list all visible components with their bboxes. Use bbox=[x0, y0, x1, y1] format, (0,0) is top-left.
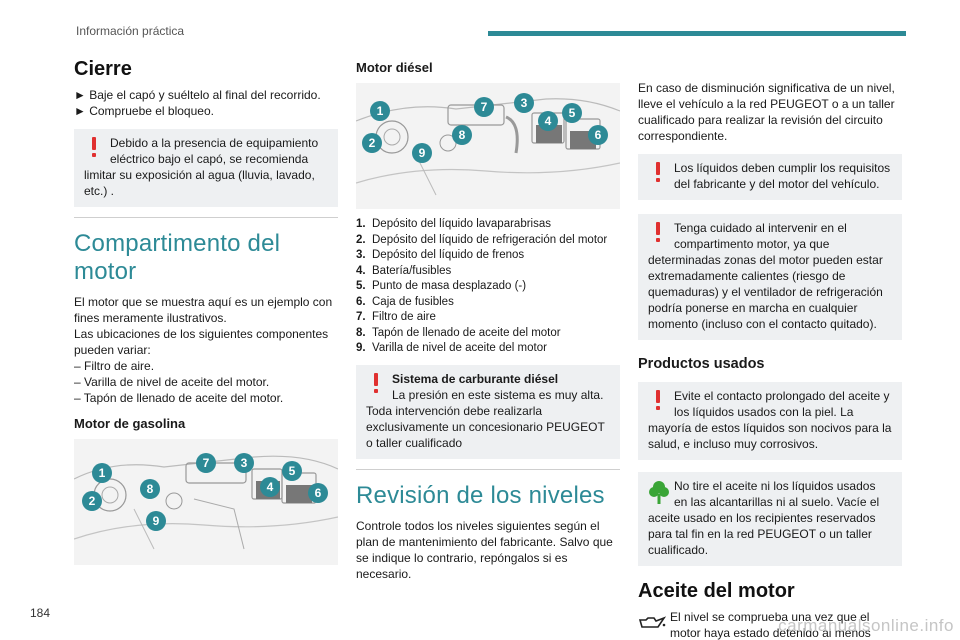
heading-productos-usados: Productos usados bbox=[638, 356, 765, 372]
petrol-callout-7: 7 bbox=[196, 453, 216, 473]
intro-line-2: Las ubicaciones de los siguientes compon… bbox=[74, 327, 329, 357]
diesel-warning-title: Sistema de carburante diésel bbox=[392, 371, 559, 386]
divider bbox=[74, 217, 338, 218]
legend-item: 8.Tapón de llenado de aceite del motor bbox=[356, 326, 561, 339]
legend-item: 9.Varilla de nivel de aceite del motor bbox=[356, 342, 547, 354]
section-title-revision: Revisión de los niveles bbox=[356, 481, 605, 509]
skin-warning-text: los líquidos usados con la piel. La mayo… bbox=[648, 405, 892, 451]
warning-icon bbox=[648, 220, 670, 248]
intro-line-1: El motor que se muestra aquí es un ejemp… bbox=[74, 295, 333, 325]
revision-body: Controle todos los niveles siguientes se… bbox=[356, 518, 613, 581]
section-title-compartimento: Compartimento del motor bbox=[74, 230, 281, 285]
hot-engine-warning-note: Tenga cuidado al intervenir en el compar… bbox=[638, 214, 902, 340]
warning-text: eléctrico bajo el capó, se recomienda li… bbox=[84, 152, 315, 198]
warning-icon bbox=[648, 388, 670, 416]
warning-note: Debido a la presencia de equipamiento el… bbox=[74, 129, 338, 207]
levels-intro: En caso de disminución significativa de … bbox=[638, 81, 895, 143]
bullet-1: ► Baje el capó y suéltelo al final del r… bbox=[74, 88, 321, 102]
subheading-gasolina: Motor de gasolina bbox=[74, 416, 186, 431]
oil-can-icon bbox=[638, 609, 670, 640]
petrol-callout-9: 9 bbox=[146, 511, 166, 531]
fluids-warning-text: Los líquidos deben cumplir los requisito… bbox=[674, 161, 891, 191]
fluids-warning-note: Los líquidos deben cumplir los requisito… bbox=[638, 154, 902, 200]
petrol-callout-4: 4 bbox=[260, 477, 280, 497]
warning-icon bbox=[366, 371, 388, 399]
eco-note: No tire el aceite ni los líquidos usados… bbox=[638, 472, 902, 566]
hot-engine-warning-text: compartimento motor, ya que determinadas… bbox=[648, 237, 883, 331]
legend-item: 4.Batería/fusibles bbox=[356, 264, 452, 277]
legend-item: 6.Caja de fusibles bbox=[356, 295, 454, 308]
legend-item: 7.Filtro de aire bbox=[356, 311, 436, 323]
eco-note-line1: No tire el aceite ni los líquidos usados bbox=[674, 479, 876, 493]
petrol-callout-3: 3 bbox=[234, 453, 254, 473]
petrol-callout-2: 2 bbox=[82, 491, 102, 511]
oil-level-text: El nivel se comprueba una vez que el mot… bbox=[670, 610, 871, 640]
warning-icon bbox=[648, 160, 670, 188]
diesel-callout-6: 6 bbox=[588, 125, 608, 145]
petrol-callout-8: 8 bbox=[140, 479, 160, 499]
eco-note-text: en las alcantarillas ni al suelo. Vacíe … bbox=[648, 495, 880, 557]
diesel-callout-1: 1 bbox=[370, 101, 390, 121]
oil-level-paragraph: El nivel se comprueba una vez que el mot… bbox=[638, 609, 902, 640]
diesel-callout-3: 3 bbox=[514, 93, 534, 113]
column-3: En caso de disminución significativa de … bbox=[638, 80, 902, 640]
diesel-warning-note: Sistema de carburante diésel La presión … bbox=[356, 364, 620, 459]
legend-item: 2.Depósito del líquido de refrigeración … bbox=[356, 233, 608, 246]
header-title: Información práctica bbox=[76, 24, 185, 38]
column-1: Cierre ► Baje el capó y suéltelo al fina… bbox=[74, 54, 338, 565]
bullet-2: ► Compruebe el bloqueo. bbox=[74, 104, 214, 118]
warning-line1: Debido a la presencia de equipamiento bbox=[110, 136, 319, 150]
skin-warning-note: Evite el contacto prolongado del aceite … bbox=[638, 382, 902, 460]
intro-line-5: – Tapón de llenado de aceite del motor. bbox=[74, 391, 284, 405]
legend-item: 1.Depósito del líquido lavaparabrisas bbox=[356, 218, 551, 230]
skin-warning-line1: Evite el contacto prolongado del aceite … bbox=[674, 389, 890, 403]
heading-cierre: Cierre bbox=[74, 58, 132, 80]
legend-item: 3.Depósito del líquido de frenos bbox=[356, 249, 525, 261]
diesel-callout-4: 4 bbox=[538, 111, 558, 131]
divider bbox=[356, 468, 620, 470]
tree-icon bbox=[648, 478, 670, 506]
legend-item: 5.Punto de masa desplazado (-) bbox=[356, 280, 527, 292]
intro-line-4: – Varilla de nivel de aceite del motor. bbox=[74, 375, 270, 389]
heading-aceite-motor: Aceite del motor bbox=[638, 580, 795, 602]
hot-engine-warning-line1: Tenga cuidado al intervenir en el bbox=[674, 221, 847, 235]
diesel-callout-5: 5 bbox=[562, 103, 582, 123]
petrol-callout-5: 5 bbox=[282, 461, 302, 481]
diesel-warning-line1: La presión en este sistema es muy alta. bbox=[392, 387, 604, 402]
diesel-callout-2: 2 bbox=[362, 133, 382, 153]
diesel-callout-8: 8 bbox=[452, 125, 472, 145]
petrol-callout-1: 1 bbox=[92, 463, 112, 483]
subheading-diesel: Motor diésel bbox=[356, 60, 433, 75]
petrol-callout-6: 6 bbox=[308, 483, 328, 503]
diesel-callout-9: 9 bbox=[412, 143, 432, 163]
intro-line-3: – Filtro de aire. bbox=[74, 359, 155, 373]
page-number: 184 bbox=[30, 606, 51, 620]
component-legend: 1.Depósito del líquido lavaparabrisas 2.… bbox=[356, 217, 620, 357]
diesel-warning-text: Toda intervención debe realizarla exclus… bbox=[366, 403, 605, 450]
watermark: carmanualsonline.info bbox=[778, 616, 954, 635]
header-accent-bar bbox=[488, 31, 906, 36]
diesel-callout-7: 7 bbox=[474, 97, 494, 117]
warning-icon bbox=[84, 135, 106, 163]
